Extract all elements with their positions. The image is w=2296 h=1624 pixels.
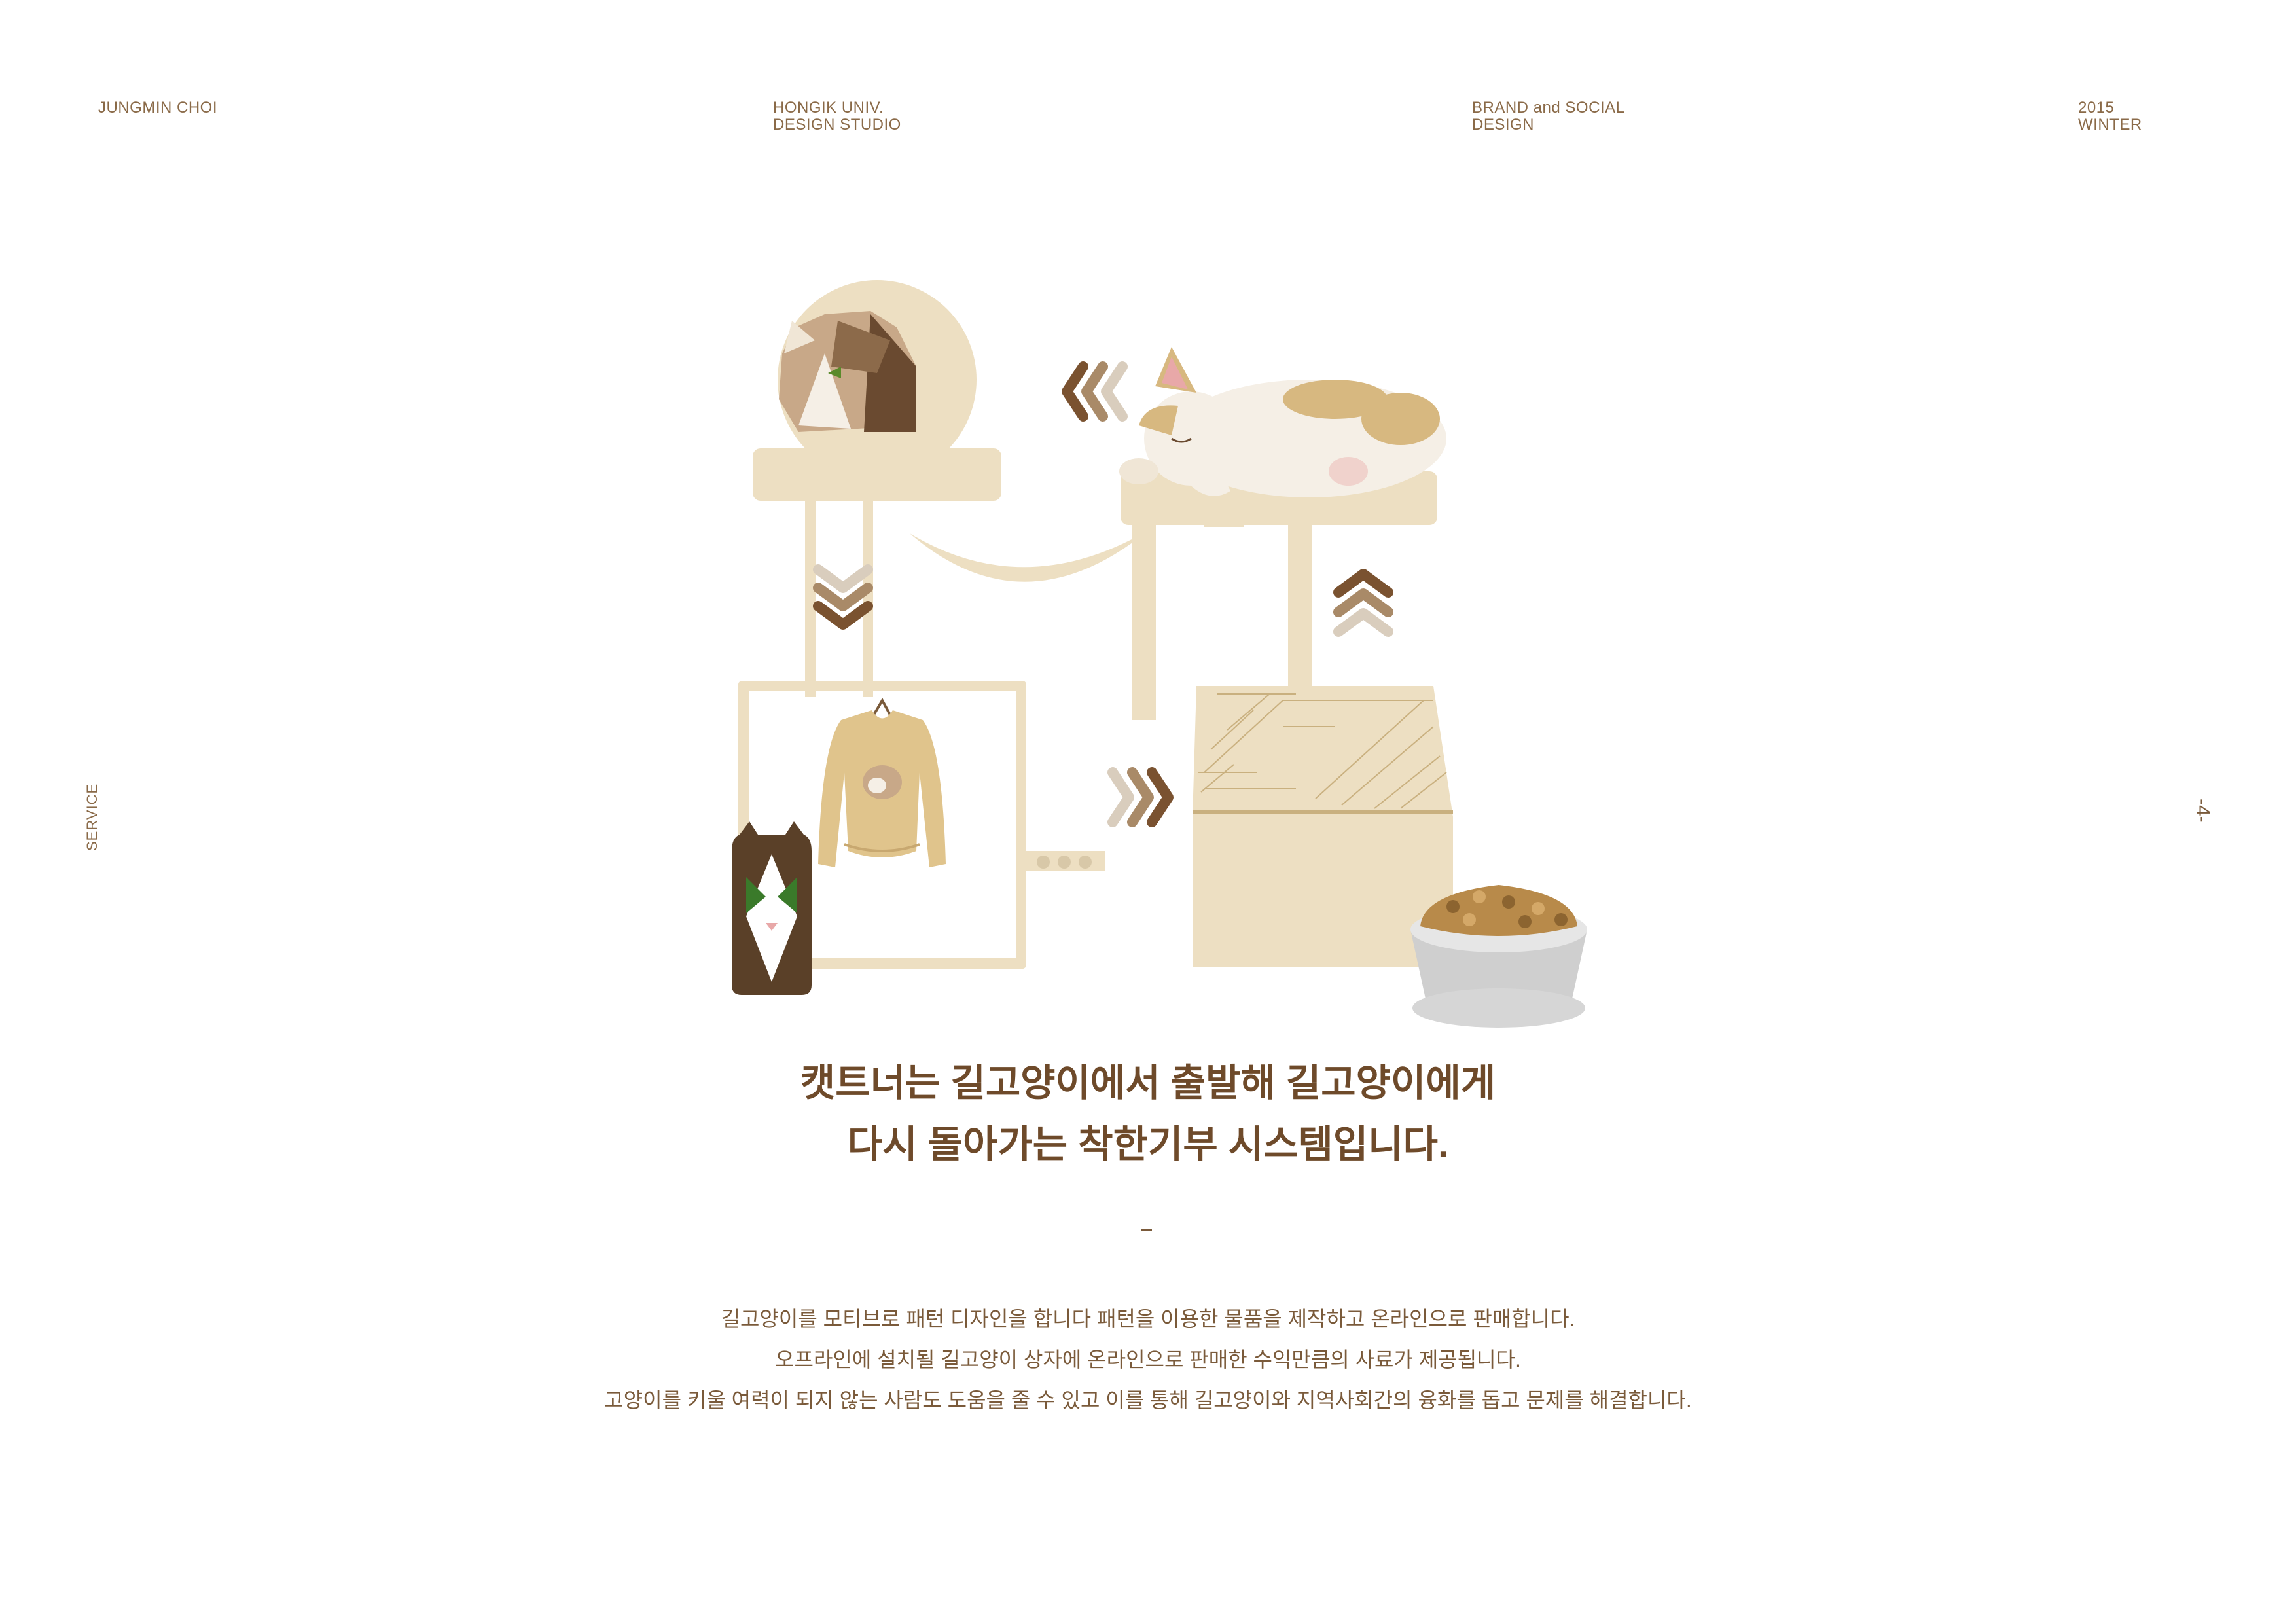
headline: 캣트너는 길고양이에서 출발해 길고양이에게 다시 돌아가는 착한기부 시스템입…	[0, 1053, 2296, 1176]
chevron-up-icon	[1333, 569, 1393, 637]
description-line-3: 고양이를 키울 여력이 되지 않는 사람도 도움을 줄 수 있고 이를 통해 길…	[604, 1388, 1692, 1412]
headline-line-1: 캣트너는 길고양이에서 출발해 길고양이에게	[800, 1062, 1496, 1104]
author-name: JUNGMIN CHOI	[98, 99, 217, 117]
school-line-2: DESIGN STUDIO	[773, 116, 901, 134]
sweater-icon	[818, 697, 946, 867]
cat-portrait-icon	[779, 311, 916, 432]
phone-case-icon	[732, 821, 812, 995]
cat-box-lid	[1193, 686, 1453, 817]
lower-frame-right	[1016, 681, 1026, 969]
school-line-1: HONGIK UNIV.	[773, 99, 884, 117]
term-season: WINTER	[2078, 116, 2142, 134]
chevron-right-icon	[1107, 767, 1174, 827]
description-line-2: 오프라인에 설치될 길고양이 상자에 온라인으로 판매한 수익만큼의 사료가 제…	[775, 1348, 1521, 1371]
service-cycle-illustration	[732, 280, 1587, 1028]
connector-dots	[1037, 856, 1092, 869]
hammock	[910, 530, 1149, 582]
section-label: SERVICE	[84, 783, 100, 851]
course-line-1: BRAND and SOCIAL	[1472, 99, 1625, 117]
term-info: 2015 WINTER	[2078, 99, 2142, 134]
course-line-2: DESIGN	[1472, 116, 1535, 134]
right-post-inner	[1288, 491, 1312, 720]
sleeping-cat-icon	[1119, 347, 1446, 497]
headline-line-2: 다시 돌아가는 착한기부 시스템입니다.	[847, 1123, 1449, 1166]
chevron-left-icon	[1062, 361, 1128, 422]
term-year: 2015	[2078, 99, 2115, 117]
right-post-outer	[1132, 491, 1156, 720]
left-post-outer	[805, 475, 816, 697]
cat-box	[1193, 817, 1453, 967]
food-bowl-icon	[1410, 885, 1587, 1028]
course-info: BRAND and SOCIAL DESIGN	[1472, 99, 1624, 134]
cat-box-wood-pattern	[1193, 693, 1453, 814]
page-number: -4-	[2192, 799, 2214, 823]
divider-dash	[1141, 1229, 1152, 1231]
author-name-text: JUNGMIN CHOI	[98, 99, 217, 117]
description: 길고양이를 모티브로 패턴 디자인을 합니다 패턴을 이용한 물품을 제작하고 …	[0, 1299, 2296, 1420]
school-info: HONGIK UNIV. DESIGN STUDIO	[773, 99, 901, 134]
lower-frame-top	[738, 681, 1026, 691]
description-line-1: 길고양이를 모티브로 패턴 디자인을 합니다 패턴을 이용한 물품을 제작하고 …	[721, 1307, 1575, 1331]
chevron-down-icon	[813, 564, 873, 630]
